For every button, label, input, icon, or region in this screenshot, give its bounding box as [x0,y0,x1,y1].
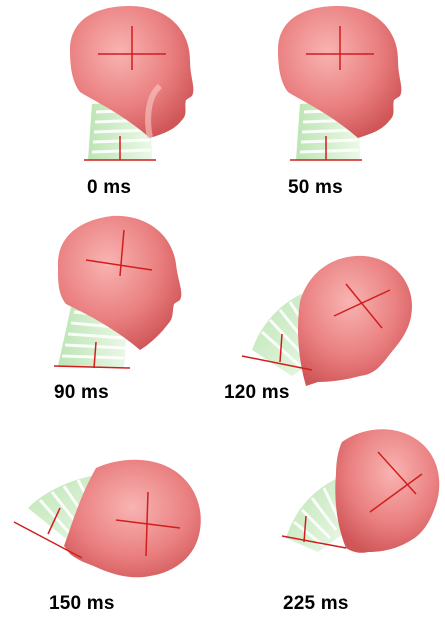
time-label: 225 ms [283,593,349,615]
time-label: 120 ms [224,382,290,404]
head [298,256,412,386]
head [278,6,401,138]
head-neck-model-225ms [222,412,444,618]
frame-150ms: 150 ms [0,412,222,618]
head-neck-model-0ms [0,0,222,206]
frame-50ms: 50 ms [222,0,444,206]
time-label: 150 ms [49,593,115,615]
time-label: 0 ms [87,177,131,199]
head [70,6,193,138]
frame-225ms: 225 ms [222,412,444,618]
frame-90ms: 90 ms [0,206,222,412]
time-label: 50 ms [288,177,343,199]
time-label: 90 ms [54,382,109,404]
head [64,460,201,578]
head-neck-model-50ms [222,0,444,206]
head-neck-model-90ms [0,206,222,412]
frame-0ms: 0 ms [0,0,222,206]
head-neck-model-150ms [0,412,222,618]
head [335,429,439,553]
frame-120ms: 120 ms [222,206,444,412]
